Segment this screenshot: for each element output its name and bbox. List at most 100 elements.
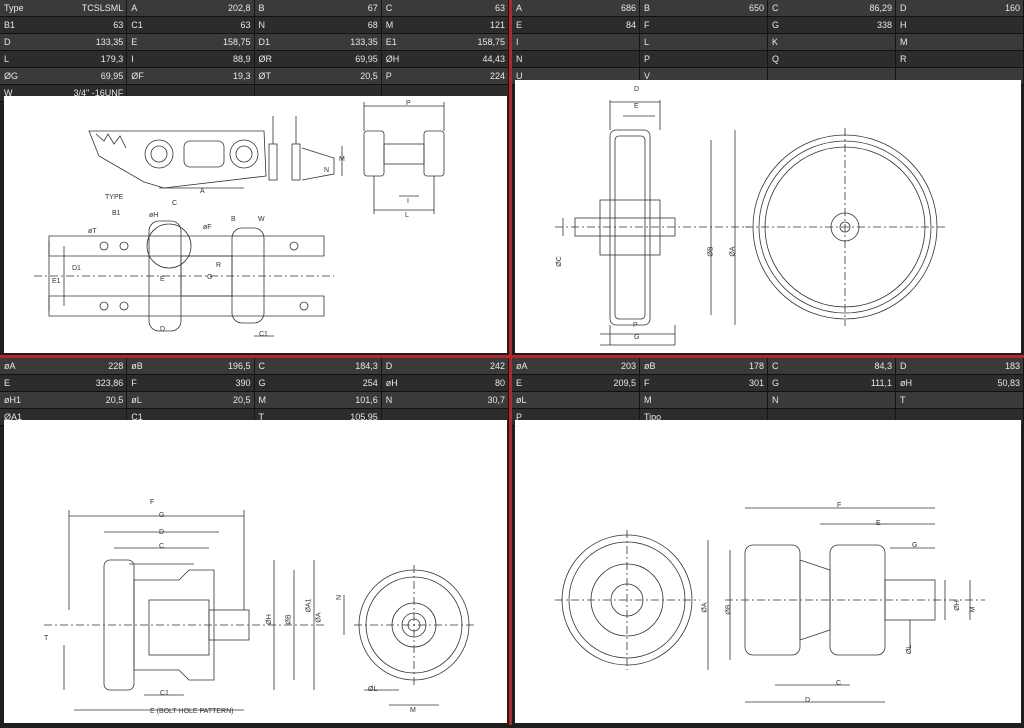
spec-value: 242 bbox=[489, 361, 505, 371]
spec-label: Type bbox=[4, 3, 24, 13]
spec-label: E bbox=[516, 20, 523, 30]
spec-value: 179,3 bbox=[100, 54, 124, 64]
spec-value: 20,5 bbox=[232, 395, 251, 405]
spec-label: A bbox=[131, 3, 138, 13]
dimension-label: F bbox=[837, 502, 842, 509]
spec-cell bbox=[768, 409, 896, 425]
spec-cell: F bbox=[640, 17, 768, 33]
spec-cell: Q bbox=[768, 51, 896, 67]
spec-value bbox=[1020, 17, 1023, 33]
spec-value bbox=[1020, 34, 1023, 50]
spec-label: ØR bbox=[258, 54, 273, 64]
spec-label: D bbox=[900, 3, 907, 13]
spec-cell: C 63 bbox=[382, 0, 509, 16]
spec-value: 183 bbox=[1004, 361, 1020, 371]
spec-value: 301 bbox=[748, 378, 764, 388]
technical-drawing bbox=[4, 420, 507, 723]
dimension-label: P bbox=[633, 322, 638, 329]
spec-value: 69,95 bbox=[100, 71, 124, 81]
spec-cell: V bbox=[640, 68, 768, 84]
spec-value bbox=[636, 392, 639, 408]
dimension-label: N bbox=[336, 594, 344, 601]
spec-label: ØF bbox=[131, 71, 144, 81]
spec-label: D bbox=[385, 361, 393, 371]
spec-cell: L 179,3 bbox=[0, 51, 128, 67]
spec-label: øL bbox=[131, 395, 142, 405]
spec-label: L bbox=[4, 54, 10, 64]
spec-value: 20,5 bbox=[360, 71, 378, 81]
dimension-label: L bbox=[405, 212, 409, 219]
spec-value bbox=[764, 17, 767, 33]
spec-value: 84 bbox=[625, 20, 636, 30]
spec-cell: C1 bbox=[127, 409, 255, 425]
dimension-label: ØH bbox=[953, 600, 961, 611]
spec-label: T bbox=[258, 412, 265, 422]
drawing-bottom-roller bbox=[555, 507, 985, 703]
dimension-label: ØA bbox=[701, 602, 709, 613]
spec-label: B bbox=[644, 3, 651, 13]
spec-label: E bbox=[4, 378, 11, 388]
dimension-label: M bbox=[339, 156, 345, 163]
spec-value: 84,3 bbox=[874, 361, 892, 371]
spec-value: 20,5 bbox=[105, 395, 124, 405]
spec-value: 63 bbox=[240, 20, 251, 30]
spec-label: C1 bbox=[131, 20, 143, 30]
spec-value bbox=[892, 392, 895, 408]
spec-value bbox=[1020, 51, 1023, 67]
spec-value: TCSLSML bbox=[81, 3, 124, 13]
dimension-label: ØL bbox=[906, 644, 914, 655]
dimension-label: ØA1 bbox=[305, 598, 313, 613]
spec-cell: D 242 bbox=[382, 358, 509, 374]
spec-label: M bbox=[900, 37, 908, 47]
spec-label: G bbox=[258, 378, 266, 388]
spec-label: C bbox=[385, 3, 393, 13]
dimension-label: ØB bbox=[725, 604, 733, 615]
spec-value: 209,5 bbox=[613, 378, 636, 388]
dimension-label: C bbox=[172, 200, 178, 207]
spec-label: ØG bbox=[4, 71, 19, 81]
spec-value bbox=[764, 34, 767, 50]
spec-value: 323,86 bbox=[95, 378, 124, 388]
spec-label: M bbox=[644, 395, 652, 405]
dimension-label: G bbox=[159, 512, 165, 519]
spec-label: øH1 bbox=[4, 395, 22, 405]
spec-value: 63 bbox=[494, 3, 505, 13]
dimension-label: øH bbox=[149, 212, 159, 219]
dimension-label: E bbox=[634, 103, 639, 110]
spec-label: P bbox=[516, 412, 523, 422]
spec-label: F bbox=[131, 378, 137, 388]
dimension-label: C1 bbox=[160, 690, 169, 697]
spec-label: øH bbox=[385, 378, 398, 388]
spec-label: N bbox=[385, 395, 393, 405]
spec-cell: U bbox=[512, 68, 640, 84]
spec-label: U bbox=[516, 71, 523, 81]
spec-label: E bbox=[516, 378, 523, 388]
spec-label: F bbox=[644, 378, 650, 388]
dimension-label: W bbox=[258, 216, 265, 223]
spec-value: 88,9 bbox=[232, 54, 251, 64]
dimension-label: C bbox=[836, 680, 842, 687]
spec-label: C bbox=[258, 361, 266, 371]
